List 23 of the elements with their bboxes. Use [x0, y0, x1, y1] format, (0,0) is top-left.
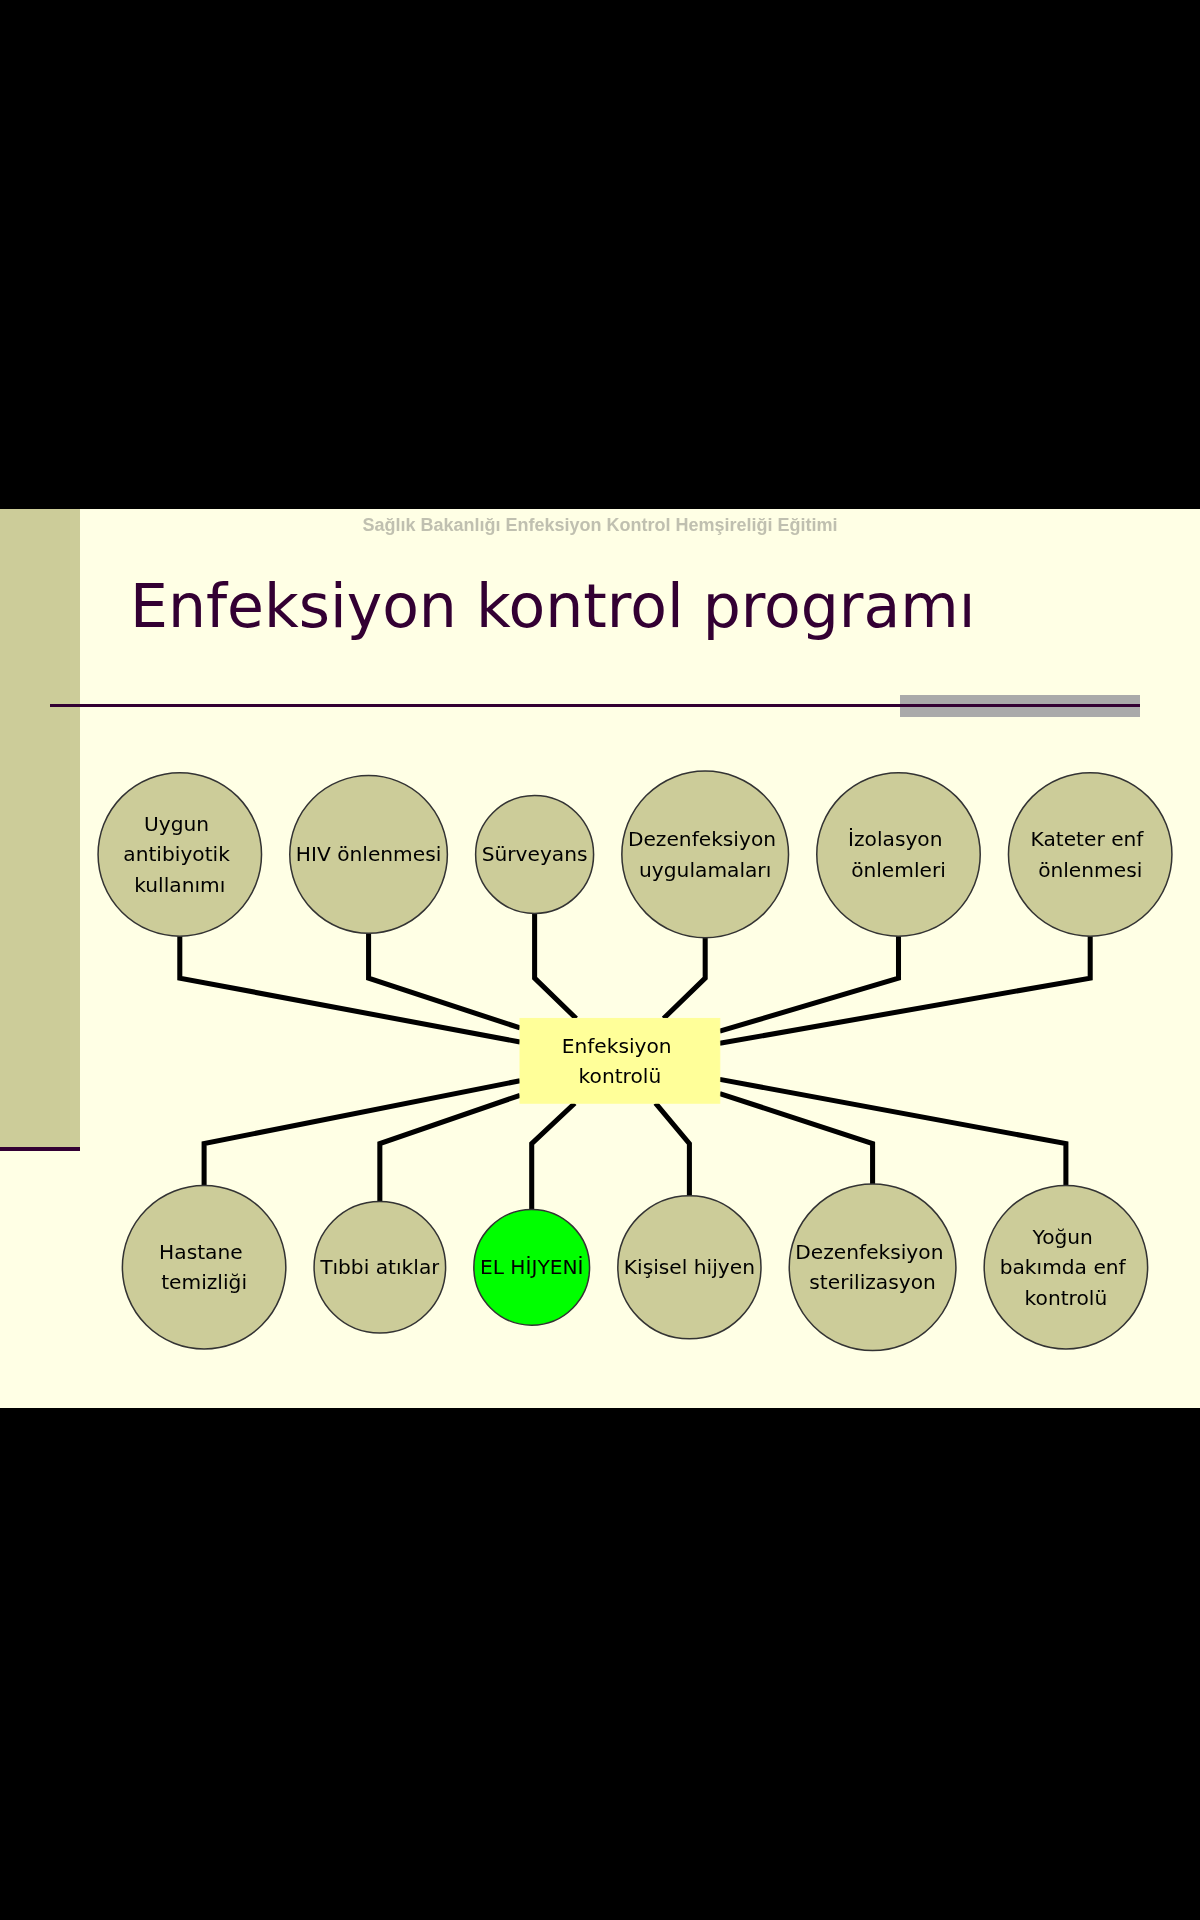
connector: [719, 1091, 876, 1185]
node-circle: Uygun antibiyotik kullanımı: [97, 772, 263, 938]
connector: [377, 1093, 521, 1202]
slide-title: Enfeksiyon kontrol programı: [130, 571, 976, 641]
node-circle: Sürveyans: [474, 794, 595, 915]
connector: [177, 936, 521, 1045]
connector: [366, 933, 521, 1031]
node-circle: Yoğun bakımda enf kontrolü: [983, 1184, 1149, 1350]
connector: [201, 1078, 521, 1186]
node-box: Enfeksiyon kontrolü: [519, 1018, 721, 1104]
node-circle: Hastane temizliği: [121, 1184, 287, 1350]
node-circle: Kişisel hijyen: [617, 1195, 762, 1340]
connector: [719, 936, 1093, 1046]
node-circle: Kateter enf önlenmesi: [1007, 772, 1173, 938]
node-circle: HIV önlenmesi: [289, 775, 449, 935]
connector: [719, 1077, 1069, 1186]
header-text: Sağlık Bakanlığı Enfeksiyon Kontrol Hemşireliği Eğitimi: [361, 515, 839, 536]
connector: [719, 936, 901, 1034]
node-circle: Tıbbi atıklar: [313, 1200, 447, 1334]
node-circle: Dezenfeksiyon uygulamaları: [621, 770, 790, 939]
node-circle: EL HİJYENİ: [473, 1208, 591, 1327]
node-circle: İzolasyon önlemleri: [816, 772, 981, 938]
node-circle: Dezenfeksiyon sterilizasyon: [788, 1183, 957, 1352]
